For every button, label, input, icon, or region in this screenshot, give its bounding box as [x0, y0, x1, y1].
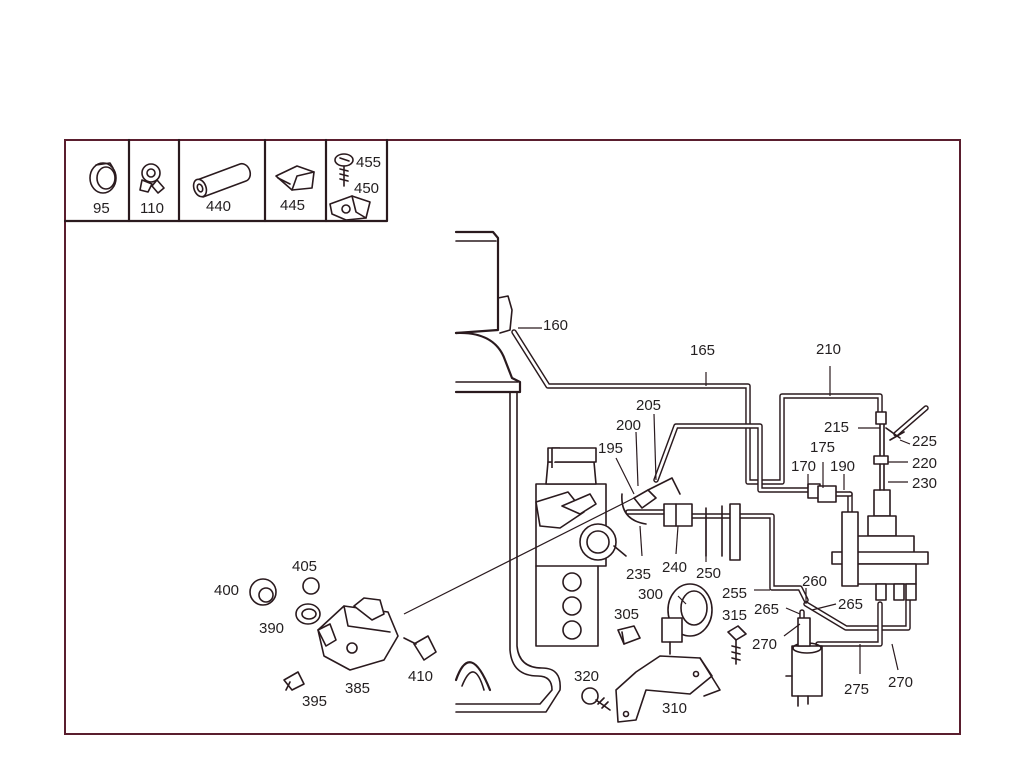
- clip-450-icon: [329, 195, 371, 221]
- engine-block-outline: [454, 230, 561, 713]
- hose-fittings: [621, 477, 837, 561]
- callout-315: 315: [722, 607, 747, 624]
- diagram-frame: [64, 139, 961, 735]
- callout-385: 385: [345, 680, 370, 697]
- callout-200: 200: [616, 417, 641, 434]
- control-valve-assembly: [831, 405, 929, 601]
- callout-275: 275: [844, 681, 869, 698]
- throttle-switch-parts: [249, 577, 437, 691]
- callout-390: 390: [259, 620, 284, 637]
- legend-strip: 95 110 440 445 455 450: [63, 138, 389, 223]
- callout-405: 405: [292, 558, 317, 575]
- hose-clamp-95-icon: [89, 162, 117, 194]
- screw-455-icon: [334, 153, 354, 187]
- callout-305: 305: [614, 606, 639, 623]
- solenoid-valve: [785, 617, 823, 707]
- callout-190: 190: [830, 458, 855, 475]
- callout-250: 250: [696, 565, 721, 582]
- callout-310: 310: [662, 700, 687, 717]
- bracket-445-icon: [275, 165, 315, 191]
- callout-265-right: 265: [838, 596, 863, 613]
- callout-265-left: 265: [754, 601, 779, 618]
- hose-piece-440-icon: [192, 162, 252, 198]
- callout-235: 235: [626, 566, 651, 583]
- callout-300: 300: [638, 586, 663, 603]
- screw-320: [581, 687, 611, 711]
- callout-230: 230: [912, 475, 937, 492]
- callout-160: 160: [543, 317, 568, 334]
- callout-210: 210: [816, 341, 841, 358]
- gauge-arc: [454, 661, 492, 692]
- clip-110-icon: [139, 163, 165, 194]
- callout-220: 220: [912, 455, 937, 472]
- callout-320: 320: [574, 668, 599, 685]
- callout-165: 165: [690, 342, 715, 359]
- callout-195: 195: [598, 440, 623, 457]
- injection-pump-body: [535, 447, 627, 647]
- callout-255: 255: [722, 585, 747, 602]
- fitting-305: [617, 625, 641, 645]
- callout-270-right: 270: [888, 674, 913, 691]
- legend-label-445: 445: [280, 197, 305, 214]
- callout-410: 410: [408, 668, 433, 685]
- legend-label-95: 95: [93, 200, 110, 217]
- callout-260: 260: [802, 573, 827, 590]
- callout-215: 215: [824, 419, 849, 436]
- callout-labels: 160 165 210 205 200 195 215 225 175 170 …: [214, 317, 937, 717]
- legend-label-110: 110: [140, 200, 164, 217]
- callout-205: 205: [636, 397, 661, 414]
- legend-label-440: 440: [206, 198, 231, 215]
- screw-315: [727, 625, 747, 665]
- legend-label-450: 450: [354, 180, 379, 197]
- callout-175: 175: [810, 439, 835, 456]
- callout-170: 170: [791, 458, 816, 475]
- leader-lines: [403, 327, 911, 674]
- callout-395: 395: [302, 693, 327, 710]
- legend-label-455: 455: [356, 154, 381, 171]
- callout-270-left: 270: [752, 636, 777, 653]
- callout-400: 400: [214, 582, 239, 599]
- callout-225: 225: [912, 433, 937, 450]
- gauge-arc-inner: [461, 671, 485, 691]
- callout-240: 240: [662, 559, 687, 576]
